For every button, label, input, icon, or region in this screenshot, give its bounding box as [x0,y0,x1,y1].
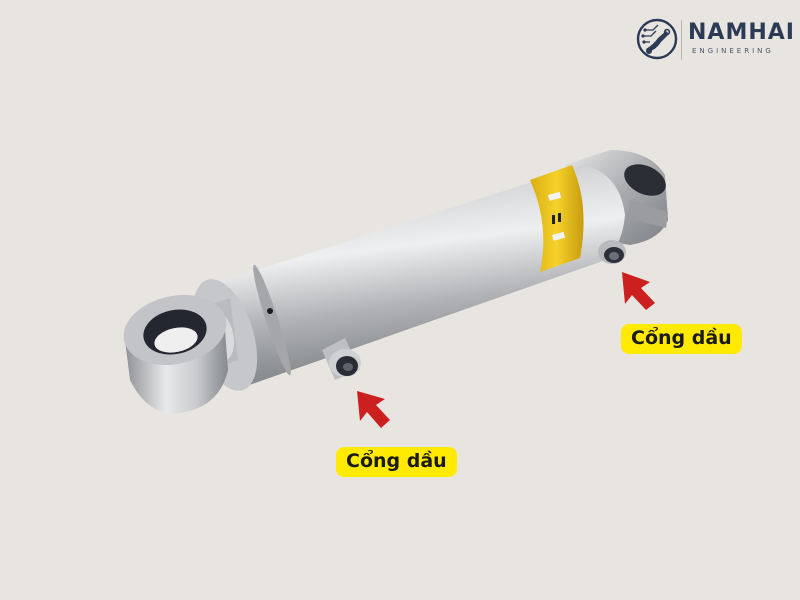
brand-tagline: ENGINEERING [692,47,774,55]
rod-eye [123,295,228,414]
oil-port-right [598,240,626,264]
brand-name: NAMHAI [688,20,795,45]
arrow-left-port [357,391,390,428]
label-oil-port-right: Cổng dầu [621,324,742,354]
label-oil-port-left: Cổng dầu [336,447,457,477]
circuit-gear-icon [636,18,678,60]
logo-divider [681,20,682,60]
warning-sticker [530,165,584,272]
arrow-right-port [622,272,655,310]
brand-logo: NAMHAI ENGINEERING [636,14,796,68]
oil-port-left [322,338,361,380]
